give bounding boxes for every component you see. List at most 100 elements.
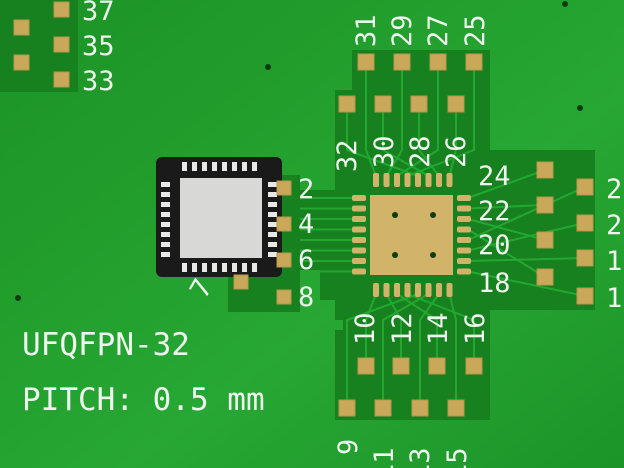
pin-label: 32 (332, 139, 363, 172)
qfn-pin (352, 237, 366, 243)
trace (407, 293, 475, 366)
qfn-pin (352, 216, 366, 222)
chip-pin (161, 182, 170, 187)
via (265, 64, 271, 70)
chip-pin (212, 162, 217, 171)
qfn-pin (352, 268, 366, 275)
solder-pad (576, 214, 594, 232)
chip-pin (242, 162, 247, 171)
chip-pin (161, 242, 170, 247)
via (15, 295, 21, 301)
via (577, 105, 583, 111)
trace (407, 62, 475, 177)
chip-pin (252, 162, 257, 171)
chip-thermal-pad (180, 178, 262, 258)
pin-label: 11 (369, 447, 400, 468)
chip-pin (182, 162, 187, 171)
pin-label: 9 (333, 439, 364, 455)
chip-pin (268, 242, 277, 247)
qfn-pin (457, 195, 471, 201)
solder-pad (374, 95, 392, 113)
via (562, 1, 568, 7)
qfn-pin (457, 268, 471, 275)
pin-label: 29 (387, 14, 418, 47)
qfn-pin (457, 216, 471, 222)
solder-pad (576, 178, 594, 196)
solder-pad (576, 249, 594, 267)
trace (467, 257, 586, 262)
pin-label: 27 (423, 14, 454, 47)
qfn-center-pad (370, 195, 453, 275)
qfn-pin (446, 283, 453, 297)
pin-label: 30 (369, 135, 400, 168)
qfn-pin (425, 283, 432, 297)
pin-label: 18 (478, 268, 511, 299)
pin-label: 10 (350, 312, 381, 345)
pin-label: 16 (460, 312, 491, 345)
chip-side-labels: 2 4 6 8 (298, 174, 314, 313)
pin-label: 14 (423, 312, 454, 345)
trace (396, 62, 439, 177)
qfn-pin (446, 173, 453, 187)
chip-pin (268, 202, 277, 207)
qfn-pin (383, 173, 390, 187)
chip-pin (192, 263, 197, 272)
solder-pad (447, 95, 465, 113)
chip-pin (202, 263, 207, 272)
chip-pin (161, 232, 170, 237)
solder-pad (428, 357, 446, 375)
pin-label: 4 (298, 209, 314, 240)
top-left-footprint: 37 35 33 (0, 0, 115, 97)
solder-pad (410, 95, 428, 113)
trace (467, 228, 546, 278)
solder-pad (536, 161, 554, 179)
solder-pad (357, 357, 375, 375)
qfn-pin (352, 247, 366, 254)
qfn-pin (436, 283, 442, 297)
qfn-pin (425, 173, 432, 187)
trace (467, 270, 586, 297)
trace (418, 104, 440, 177)
chip-pin (161, 192, 170, 197)
trace (385, 293, 402, 366)
chip-pin (232, 263, 237, 272)
qfn-pin (352, 195, 366, 201)
qfn-pin (383, 283, 390, 297)
pin-label: 31 (351, 14, 382, 47)
pin-label: 2 (298, 174, 314, 205)
solder-pad (465, 53, 483, 71)
trace (467, 204, 546, 210)
qfn-pin (436, 173, 442, 187)
pin-label: 35 (82, 31, 115, 62)
pin-label: 1 (606, 246, 622, 277)
chip-pin (212, 263, 217, 272)
solder-pad (357, 53, 375, 71)
solder-pad (576, 287, 594, 305)
pin-label: 33 (82, 66, 115, 97)
trace (346, 104, 419, 177)
solder-pad (447, 399, 465, 417)
trace (448, 104, 457, 177)
qfn-pin (352, 205, 366, 212)
chip-pin (202, 162, 207, 171)
pin-label: 24 (478, 161, 511, 192)
pin-label: 20 (478, 230, 511, 261)
chip-pin (161, 202, 170, 207)
trace (365, 293, 377, 366)
chip-pin (268, 222, 277, 227)
qfn-pin (404, 173, 411, 187)
pin-label: 2 (606, 174, 622, 205)
chip-pin (222, 162, 227, 171)
qfn-pin (373, 283, 379, 297)
solder-pad (465, 357, 483, 375)
qfn-pin (394, 283, 400, 297)
bottom-outer-labels: 9 11 13 15 (333, 439, 473, 468)
trace (365, 62, 377, 177)
pin-label: 1 (606, 283, 622, 314)
pin-label: 8 (298, 282, 314, 313)
qfn-pin (457, 226, 471, 233)
qfn-pin (352, 258, 366, 264)
qfn-pin (394, 173, 400, 187)
right-labels: 24 22 20 18 2 2 1 1 (478, 161, 622, 314)
pin-label: 6 (298, 245, 314, 276)
